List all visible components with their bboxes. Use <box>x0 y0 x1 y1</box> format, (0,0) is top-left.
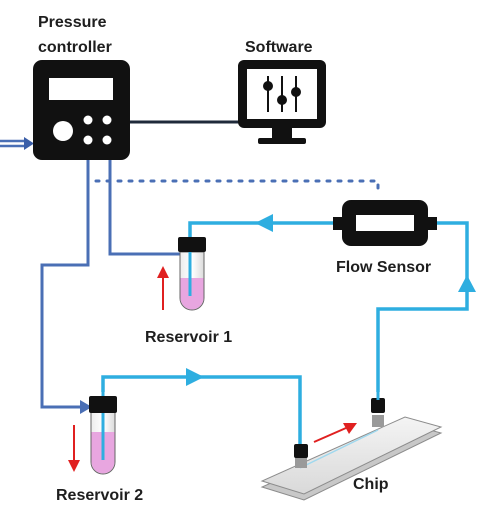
chip-flow-arrow <box>313 423 357 443</box>
reservoir-2-flow-arrow <box>68 425 80 472</box>
fluid-line-chip-to-sensor <box>376 221 469 392</box>
reservoir-2-tube-icon <box>89 392 117 475</box>
software-label: Software <box>245 39 313 56</box>
flow-sensor-icon <box>333 200 437 246</box>
pressure-arrow-reservoir2 <box>80 400 92 414</box>
reservoir-2-label: Reservoir 2 <box>56 487 143 504</box>
signal-dotted-line <box>94 179 380 194</box>
chip-label: Chip <box>353 476 389 493</box>
pressure-controller-icon <box>33 60 130 160</box>
input-arrow <box>0 137 34 150</box>
monitor-icon <box>238 60 326 144</box>
reservoir-1-flow-arrow <box>157 266 169 310</box>
reservoir-1-tube-icon <box>178 237 206 311</box>
pressure-lines <box>40 142 183 409</box>
flow-direction-arrow-right <box>186 368 204 386</box>
fluid-line-sensor-to-reservoir1 <box>188 221 338 240</box>
sliders-icon <box>263 76 301 112</box>
pressure-controller-label-line2: controller <box>38 39 112 56</box>
pressure-line-reservoir1 <box>108 142 183 256</box>
flow-direction-arrow-up <box>458 275 476 292</box>
flow-sensor-label: Flow Sensor <box>336 259 431 276</box>
flow-direction-arrow-left <box>255 214 273 232</box>
pressure-controller-label-line1: Pressure <box>38 14 107 31</box>
pressure-line-reservoir2 <box>40 142 95 409</box>
reservoir-1-label: Reservoir 1 <box>145 329 232 346</box>
microfluidic-chip-icon <box>260 392 443 501</box>
fluid-line-reservoir2-to-chip <box>101 375 302 445</box>
